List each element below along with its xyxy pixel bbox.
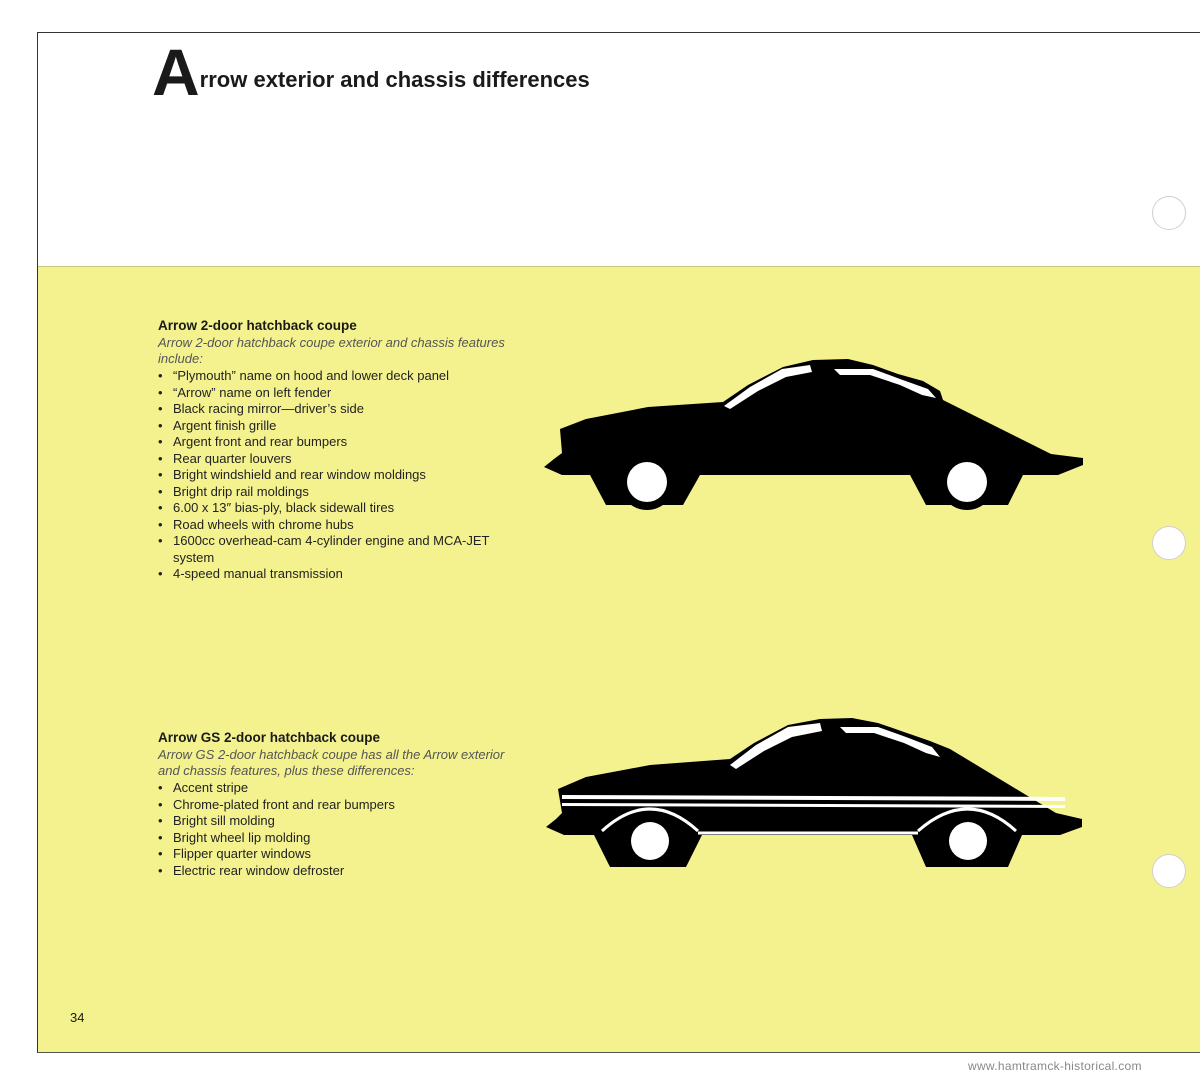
feature-item: Electric rear window defroster	[158, 863, 518, 880]
feature-item: 4-speed manual transmission	[158, 566, 518, 583]
feature-item: Bright wheel lip molding	[158, 830, 518, 847]
section-arrow-gs-coupe: Arrow GS 2-door hatchback coupe Arrow GS…	[158, 730, 518, 879]
feature-item: Bright windshield and rear window moldin…	[158, 467, 518, 484]
feature-item: 1600cc overhead-cam 4-cylinder engine an…	[158, 533, 518, 566]
title-text: rrow exterior and chassis differences	[199, 67, 590, 92]
binder-hole-icon	[1152, 196, 1186, 230]
feature-item: “Plymouth” name on hood and lower deck p…	[158, 368, 518, 385]
feature-item: Bright sill molding	[158, 813, 518, 830]
header-area	[38, 33, 1200, 266]
section-intro: Arrow 2-door hatchback coupe exterior an…	[158, 335, 505, 366]
section-title: Arrow 2-door hatchback coupe	[158, 318, 357, 333]
section-title: Arrow GS 2-door hatchback coupe	[158, 730, 381, 745]
binder-hole-icon	[1152, 526, 1186, 560]
binder-hole-icon	[1152, 854, 1186, 888]
feature-item: Argent front and rear bumpers	[158, 434, 518, 451]
page-number: 34	[70, 1010, 85, 1025]
page-title: A rrow exterior and chassis differences	[152, 35, 590, 109]
feature-item: Argent finish grille	[158, 418, 518, 435]
feature-item: Black racing mirror—driver’s side	[158, 401, 518, 418]
feature-item: Flipper quarter windows	[158, 846, 518, 863]
feature-item: Rear quarter louvers	[158, 451, 518, 468]
section-intro: Arrow GS 2-door hatchback coupe has all …	[158, 747, 505, 778]
title-initial: A	[152, 35, 200, 109]
feature-item: Bright drip rail moldings	[158, 484, 518, 501]
watermark: www.hamtramck-historical.com	[968, 1059, 1142, 1073]
feature-item: Chrome-plated front and rear bumpers	[158, 797, 518, 814]
feature-item: Road wheels with chrome hubs	[158, 517, 518, 534]
feature-item: “Arrow” name on left fender	[158, 385, 518, 402]
feature-item: Accent stripe	[158, 780, 518, 797]
page-frame	[37, 32, 1200, 1053]
feature-item: 6.00 x 13″ bias-ply, black sidewall tire…	[158, 500, 518, 517]
gs-hatchback-coupe-silhouette-icon	[546, 718, 1082, 867]
feature-list: “Plymouth” name on hood and lower deck p…	[158, 368, 518, 583]
section-arrow-coupe: Arrow 2-door hatchback coupe Arrow 2-doo…	[158, 318, 518, 583]
feature-list: Accent stripe Chrome-plated front and re…	[158, 780, 518, 879]
hatchback-coupe-silhouette-icon	[544, 359, 1083, 510]
